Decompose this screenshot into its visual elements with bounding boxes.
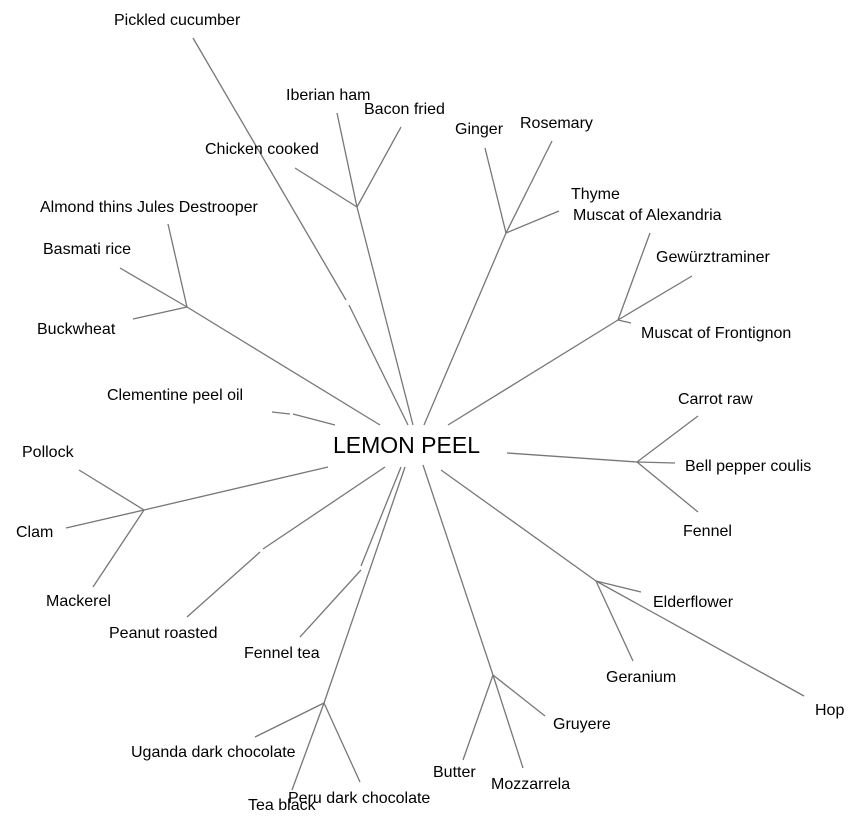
- leaf-iberian-ham: Iberian ham: [286, 87, 371, 104]
- tree-edge: [636, 461, 676, 464]
- tree-edge: [292, 413, 336, 426]
- leaf-ginger: Ginger: [455, 121, 504, 138]
- tree-edge: [132, 306, 188, 320]
- tree-edge: [299, 569, 362, 638]
- tree-edge: [65, 509, 145, 529]
- tree-edge: [336, 112, 358, 208]
- tree-edge: [186, 306, 381, 426]
- tree-edge: [617, 319, 632, 324]
- leaf-tea-black: Tea black: [248, 797, 316, 814]
- tree-edge: [484, 147, 507, 234]
- leaf-bacon-fried: Bacon fried: [364, 101, 445, 118]
- leaf-bell-pepper-coulis: Bell pepper coulis: [685, 458, 812, 475]
- leaf-butter: Butter: [433, 764, 476, 781]
- tree-edge: [492, 674, 524, 769]
- tree-edge: [356, 126, 402, 208]
- tree-edge: [617, 275, 693, 321]
- leaf-pollock: Pollock: [22, 444, 74, 461]
- tree-edge: [323, 702, 361, 783]
- tree-edge: [323, 466, 406, 704]
- tree-edge: [167, 223, 188, 308]
- tree-edge: [617, 232, 651, 321]
- leaf-thyme: Thyme: [571, 186, 620, 203]
- center-node-label: LEMON PEEL: [333, 432, 480, 458]
- tree-edge: [595, 580, 805, 697]
- leaf-gewurztraminer: Gewürztraminer: [656, 249, 770, 266]
- tree-edge: [143, 466, 329, 511]
- leaf-pickled-cucumber: Pickled cucumber: [114, 12, 241, 29]
- tree-edge: [440, 469, 597, 582]
- leaf-geranium: Geranium: [606, 669, 677, 686]
- leaf-peru-dark-chocolate: Peru dark chocolate: [288, 790, 431, 807]
- tree-edge: [271, 411, 291, 415]
- leaf-carrot-raw: Carrot raw: [678, 391, 753, 408]
- leaf-basmati-rice: Basmati rice: [43, 241, 132, 258]
- tree-edge: [294, 167, 358, 208]
- leaf-fennel: Fennel: [683, 523, 732, 540]
- tree-edge: [447, 319, 619, 426]
- leaf-muscat-alexandria: Muscat of Alexandria: [573, 207, 722, 224]
- tree-edge: [356, 206, 414, 426]
- leaf-uganda-dark-chocolate: Uganda dark chocolate: [131, 744, 296, 761]
- leaf-chicken-cooked: Chicken cooked: [205, 141, 319, 158]
- leaf-peanut-roasted: Peanut roasted: [109, 625, 218, 642]
- leaf-rosemary: Rosemary: [520, 115, 593, 132]
- tree-edge: [505, 140, 553, 234]
- tree-edge: [192, 37, 347, 301]
- tree-edge: [505, 210, 560, 234]
- leaf-almond-thins: Almond thins Jules Destrooper: [40, 199, 258, 216]
- tree-edge: [506, 452, 638, 463]
- tree-edge: [423, 232, 507, 426]
- leaf-muscat-frontignon: Muscat of Frontignon: [641, 325, 792, 342]
- tree-edge: [462, 674, 494, 761]
- leaf-elderflower: Elderflower: [653, 594, 734, 611]
- tree-edge: [636, 461, 699, 513]
- tree-edge: [636, 415, 699, 463]
- tree-edge: [291, 702, 325, 791]
- tree-edge: [360, 466, 402, 567]
- leaf-hop: Hop: [815, 702, 845, 719]
- leaf-mackerel: Mackerel: [46, 593, 111, 610]
- leaf-fennel-tea: Fennel tea: [244, 645, 320, 662]
- leaf-mozzarrela: Mozzarrela: [491, 776, 571, 793]
- tree-edge: [92, 509, 145, 588]
- tree-edge: [186, 551, 261, 618]
- leaf-clam: Clam: [16, 524, 54, 541]
- tree-edge: [422, 464, 494, 676]
- leaf-clementine-peel-oil: Clementine peel oil: [107, 387, 244, 404]
- leaf-gruyere: Gruyere: [553, 716, 611, 733]
- tree-edge: [119, 267, 188, 308]
- tree-edge: [262, 466, 386, 550]
- tree-edge: [595, 580, 634, 662]
- tree-edge: [254, 702, 325, 738]
- tree-edge: [348, 304, 409, 426]
- tree-edge: [78, 469, 145, 511]
- tree-edge: [492, 674, 546, 717]
- leaf-buckwheat: Buckwheat: [37, 321, 116, 338]
- tree-edge: [595, 580, 642, 593]
